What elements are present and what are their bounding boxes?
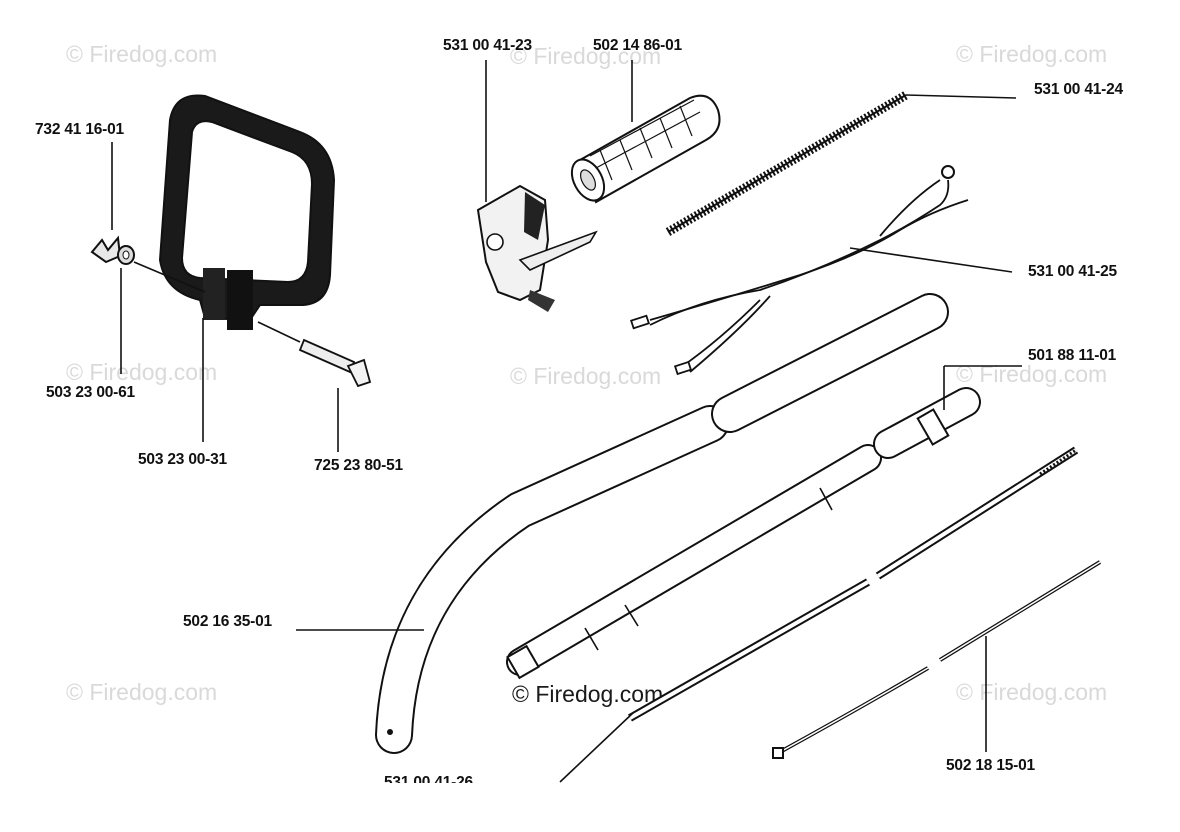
watermark-top-center: © Firedog.com [510, 43, 661, 69]
bottom-crop-mask [0, 783, 1180, 832]
drive-shaft-part [628, 446, 1079, 722]
label-503-23-00-31: 503 23 00-31 [138, 451, 228, 468]
watermarks: © Firedog.com © Firedog.com © Firedog.co… [66, 41, 1107, 707]
leader-531-00-41-25 [849, 247, 1013, 273]
watermark-bottom-left: © Firedog.com [66, 679, 217, 705]
label-502-14-86-01: 502 14 86-01 [593, 37, 683, 54]
watermark-top-right: © Firedog.com [956, 41, 1107, 67]
watermark-mid-left: © Firedog.com [66, 359, 217, 385]
curved-tube-part [375, 293, 949, 754]
label-502-16-35-01: 502 16 35-01 [183, 613, 273, 630]
label-732-41-16-01: 732 41 16-01 [35, 121, 125, 138]
label-531-00-41-25: 531 00 41-25 [1028, 263, 1118, 280]
leader-531-00-41-24 [905, 94, 1017, 99]
label-503-23-00-61: 503 23 00-61 [46, 384, 136, 401]
label-531-00-41-23: 531 00 41-23 [443, 37, 533, 54]
watermark-bottom-right: © Firedog.com [956, 679, 1107, 705]
wing-nut-part [90, 235, 122, 264]
bolt-axis-line [133, 261, 206, 293]
label-501-88-11-01: 501 88 11-01 [1028, 347, 1117, 364]
label-725-23-80-51: 725 23 80-51 [314, 457, 404, 474]
label-531-00-41-24: 531 00 41-24 [1034, 81, 1124, 98]
bolt-axis-line-2 [257, 321, 301, 343]
spiral-sleeve-part [665, 91, 909, 236]
watermark-top-left: © Firedog.com [66, 41, 217, 67]
throttle-cable-part [772, 560, 1102, 759]
loop-handle-part [158, 94, 336, 330]
watermark-mid-center: © Firedog.com [510, 363, 661, 389]
drive-shaft-tube-part [506, 387, 981, 680]
washer-part [117, 245, 135, 265]
grip-part [570, 94, 721, 204]
throttle-housing-part [476, 184, 598, 312]
wiring-harness-part [630, 165, 969, 376]
label-502-18-15-01: 502 18 15-01 [946, 757, 1036, 774]
watermark-center-dark: © Firedog.com [512, 681, 663, 707]
bolt-part [298, 338, 372, 388]
part-labels: 732 41 16-01 503 23 00-61 503 23 00-31 7… [35, 37, 1124, 791]
watermark-mid-right: © Firedog.com [956, 361, 1107, 387]
leader-lines [111, 60, 1022, 783]
leader-531-00-41-26 [559, 711, 635, 783]
